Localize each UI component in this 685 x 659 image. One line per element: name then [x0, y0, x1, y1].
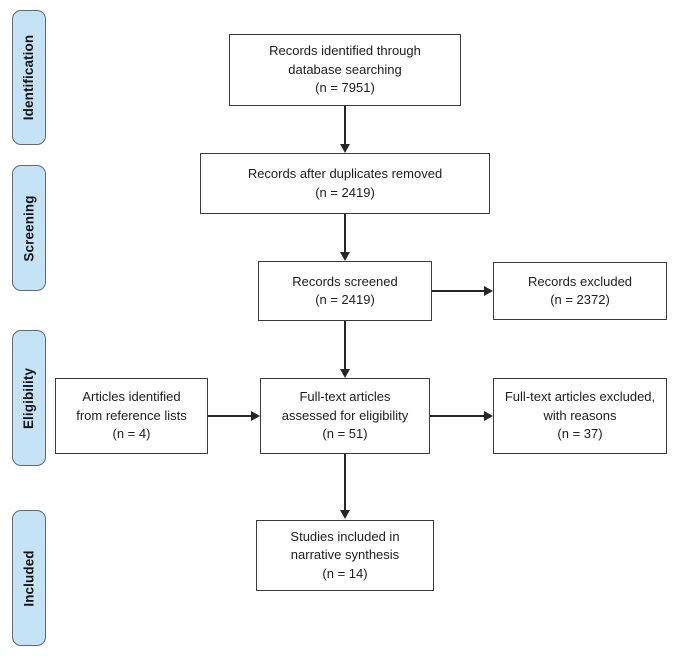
box-records-identified: Records identified through database sear… — [229, 34, 461, 106]
box-records-screened-text: Records screened (n = 2419) — [292, 273, 398, 307]
stage-tab-eligibility: Eligibility — [12, 330, 46, 466]
box-studies-included: Studies included in narrative synthesis … — [256, 520, 434, 591]
connector-duplicates-to-screened — [344, 214, 346, 254]
box-records-excluded-text: Records excluded (n = 2372) — [527, 273, 633, 307]
connector-fulltext-to-excluded — [430, 415, 485, 417]
box-fulltext-excluded: Full-text articles excluded, with reason… — [493, 378, 667, 454]
box-articles-from-references: Articles identified from reference lists… — [55, 378, 208, 454]
box-fulltext-excluded-text: Full-text articles excluded, with reason… — [504, 389, 656, 442]
stage-label-included: Included — [21, 549, 37, 607]
stage-label-identification: Identification — [21, 34, 37, 121]
box-records-after-duplicates: Records after duplicates removed (n = 24… — [200, 153, 490, 214]
box-studies-included-text: Studies included in narrative synthesis … — [290, 528, 400, 581]
connector-screened-to-excluded — [432, 290, 485, 292]
box-fulltext-assessed-text: Full-text articles assessed for eligibil… — [281, 389, 409, 442]
box-records-excluded: Records excluded (n = 2372) — [493, 262, 667, 320]
connector-identified-to-duplicates — [344, 106, 346, 146]
arrowhead-duplicates-to-screened — [339, 252, 350, 261]
arrowhead-screened-to-excluded — [484, 285, 493, 296]
arrowhead-fulltext-to-excluded — [484, 410, 493, 421]
stage-tab-included: Included — [12, 510, 46, 646]
stage-label-eligibility: Eligibility — [21, 367, 37, 429]
stage-label-screening: Screening — [21, 194, 37, 262]
arrowhead-fulltext-to-included — [339, 510, 350, 519]
arrowhead-screened-to-fulltext — [339, 369, 350, 378]
arrowhead-identified-to-duplicates — [339, 144, 350, 153]
box-records-screened: Records screened (n = 2419) — [258, 261, 432, 321]
box-fulltext-assessed: Full-text articles assessed for eligibil… — [260, 378, 430, 454]
box-articles-from-references-text: Articles identified from reference lists… — [76, 389, 187, 442]
stage-tab-identification: Identification — [12, 10, 46, 145]
connector-screened-to-fulltext — [344, 321, 346, 371]
box-records-after-duplicates-text: Records after duplicates removed (n = 24… — [247, 166, 443, 200]
box-records-identified-text: Records identified through database sear… — [269, 43, 421, 96]
connector-fulltext-to-included — [344, 454, 346, 512]
connector-references-to-fulltext — [208, 415, 252, 417]
arrowhead-references-to-fulltext — [251, 410, 260, 421]
stage-tab-screening: Screening — [12, 165, 46, 291]
